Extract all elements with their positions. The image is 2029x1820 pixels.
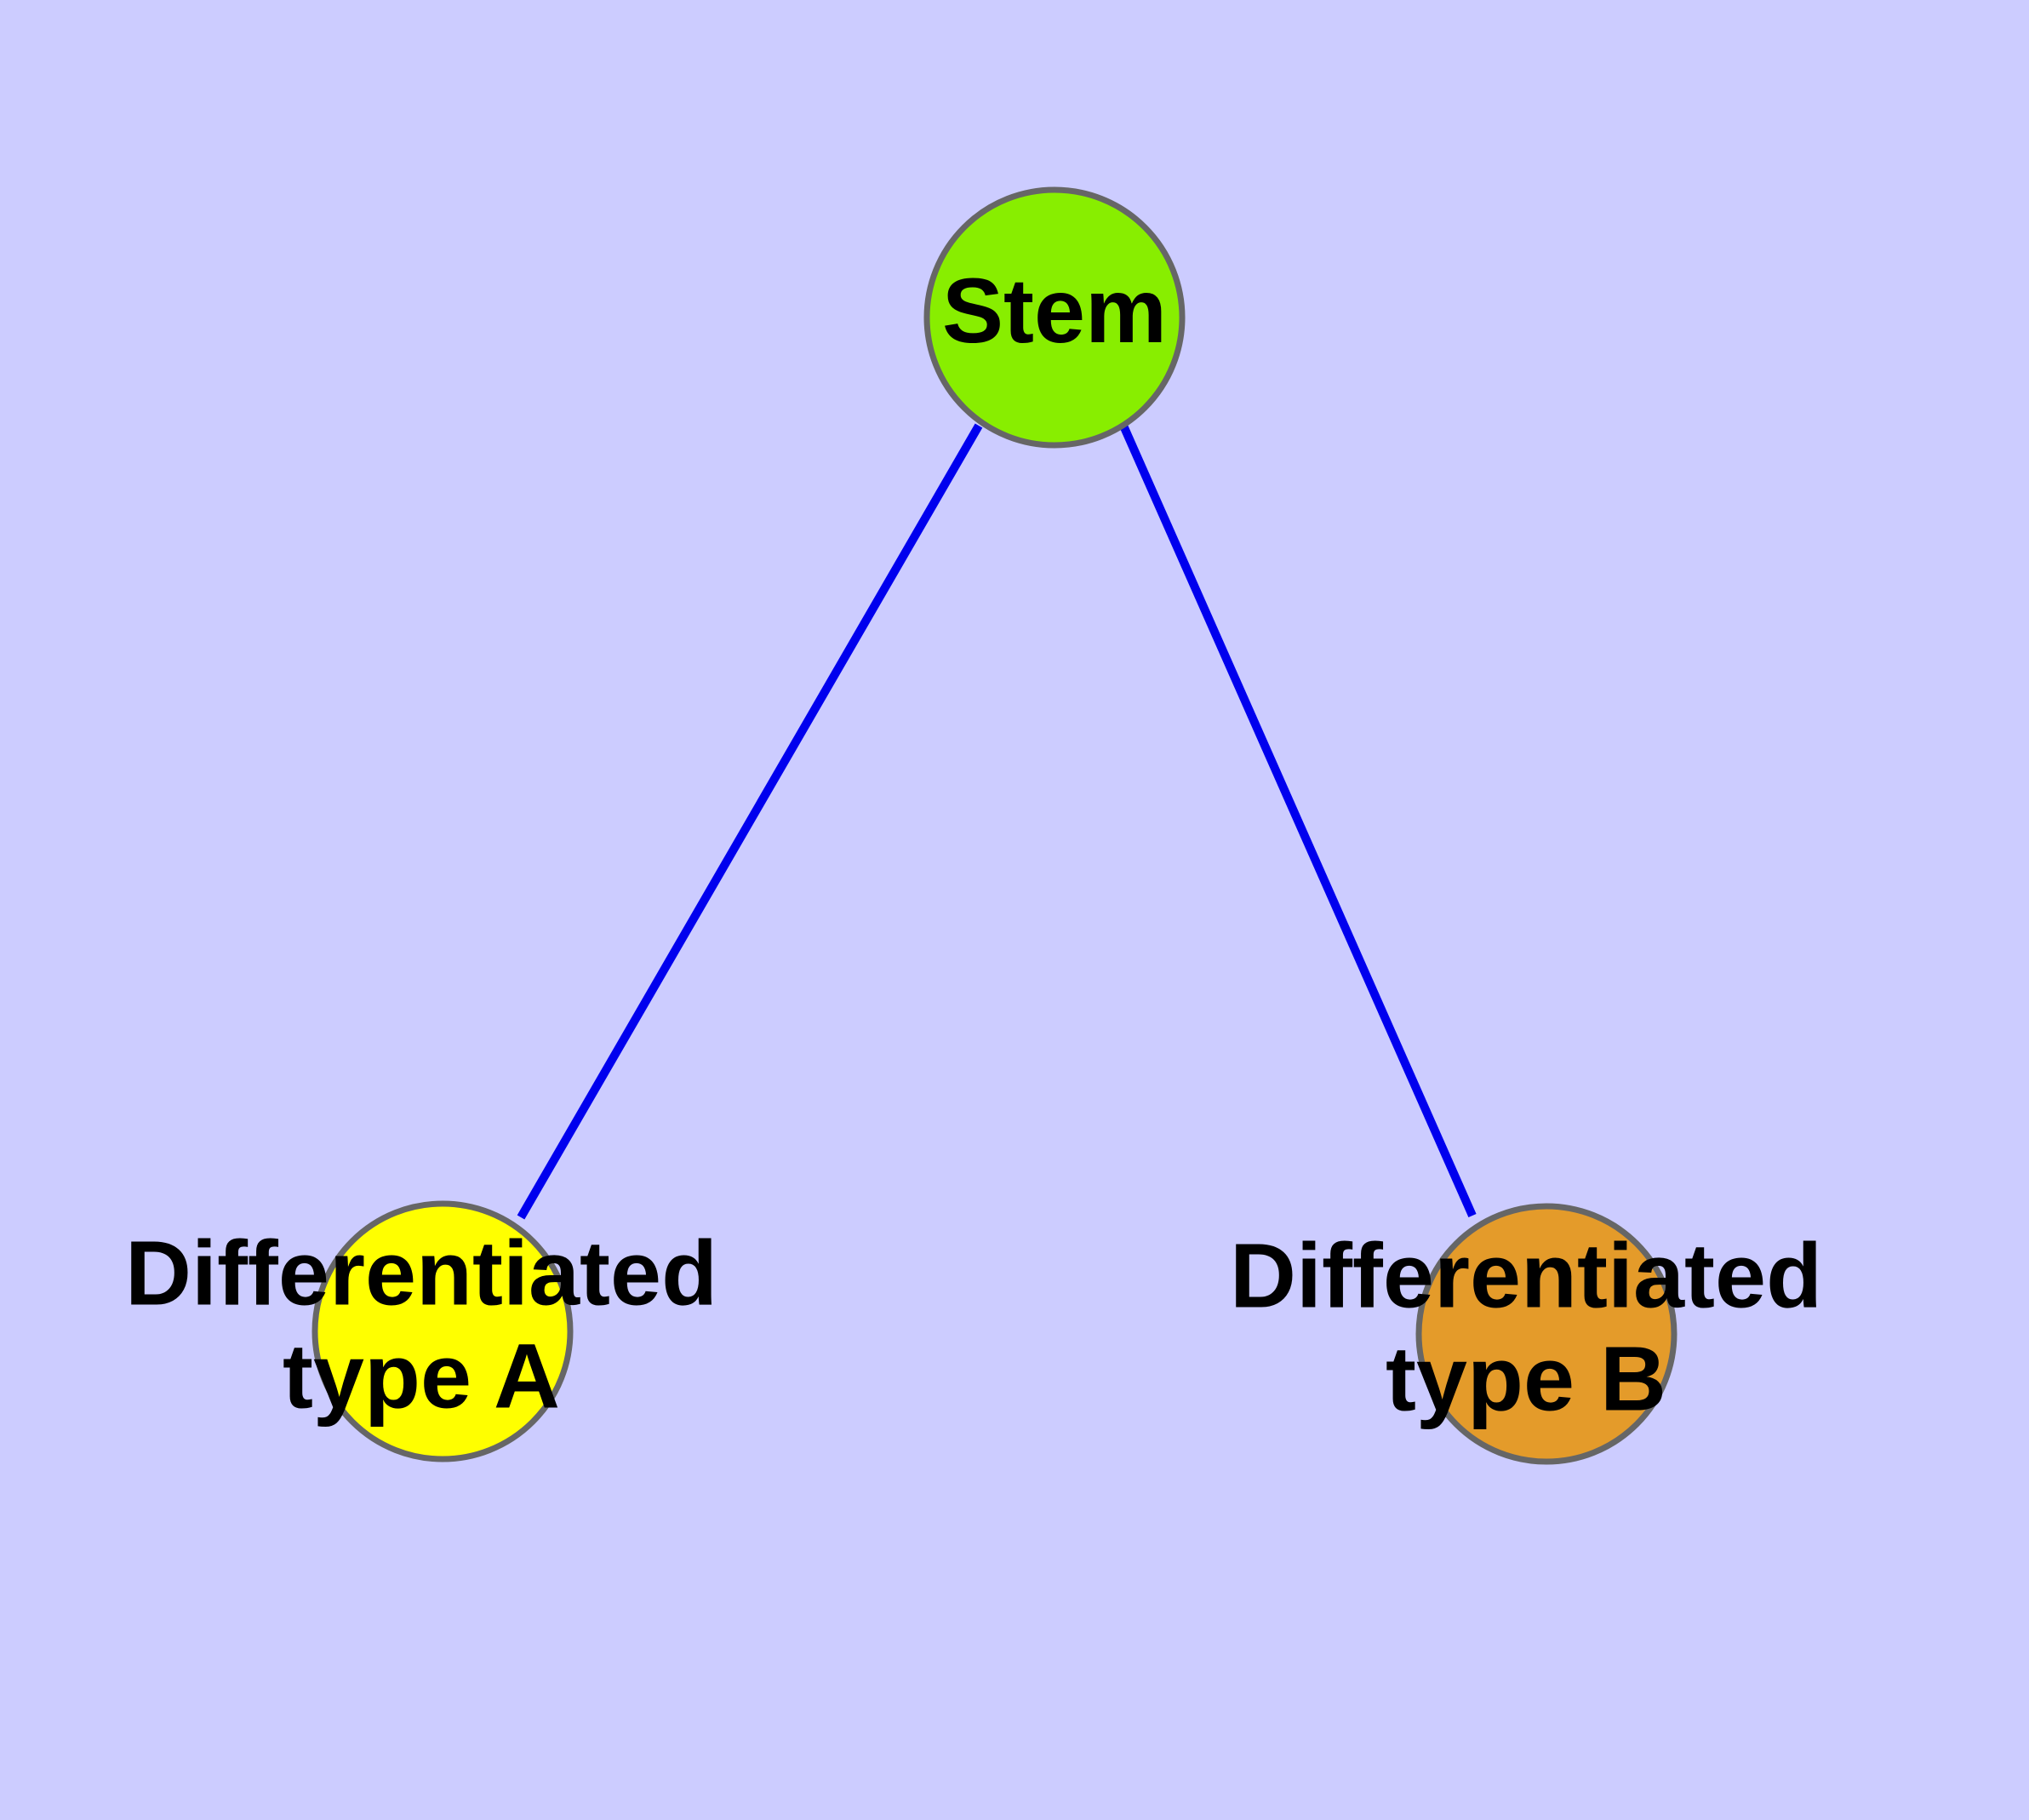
node-circle-diff_b[interactable] — [1415, 1203, 1677, 1465]
node-label-line: Differentiated — [1230, 1223, 1822, 1326]
node-label-line: Stem — [942, 259, 1167, 362]
node-label-line: type B — [1386, 1326, 1666, 1429]
edges-layer — [517, 423, 1477, 1220]
edge-stem-to-b[interactable] — [1119, 423, 1477, 1218]
edge-stem-to-a[interactable] — [517, 423, 983, 1220]
node-circle-stem[interactable] — [923, 186, 1186, 449]
node-label-line: Differentiated — [125, 1221, 717, 1324]
node-label-stem: Stem — [942, 259, 1167, 362]
node-stem[interactable]: Stem — [923, 186, 1186, 449]
node-circle-diff_a[interactable] — [311, 1200, 574, 1462]
node-label-line: type A — [283, 1324, 560, 1427]
